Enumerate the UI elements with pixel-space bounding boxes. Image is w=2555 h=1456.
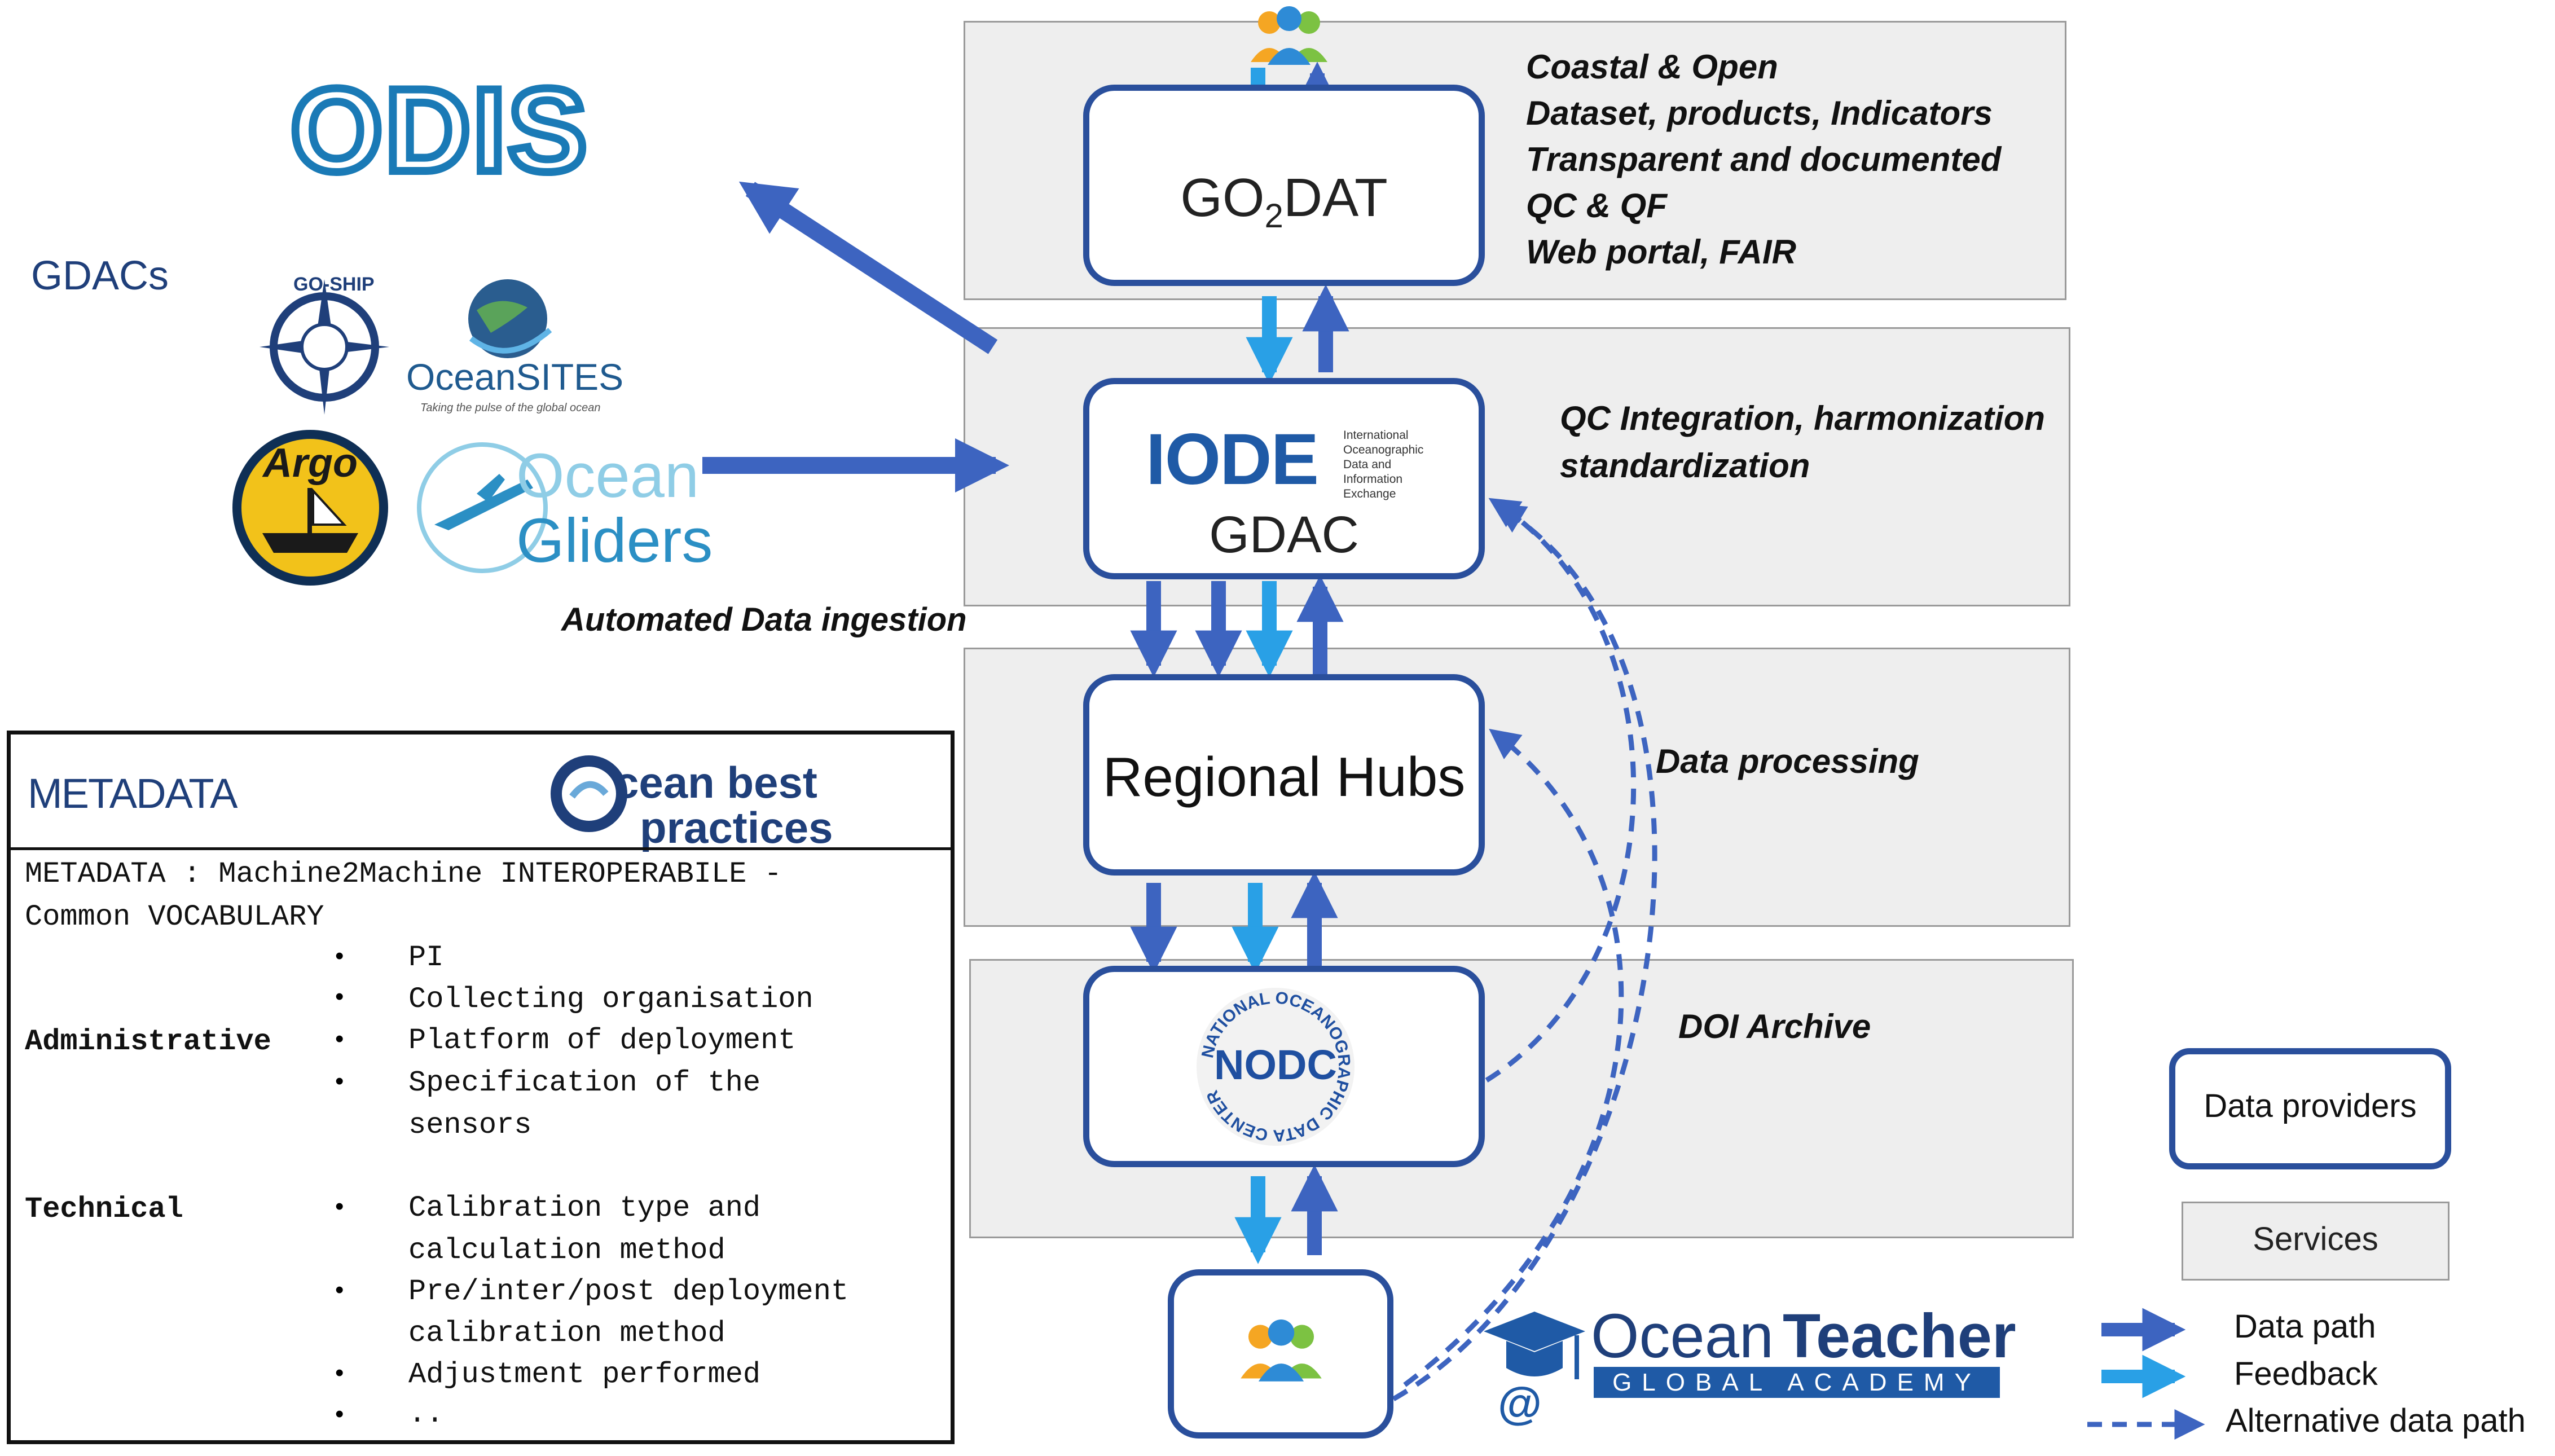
admin-item: Platform of deployment bbox=[408, 1024, 796, 1057]
legend-data-providers-label: Data providers bbox=[2204, 1088, 2417, 1124]
nodc-node: NATIONAL OCEANOGRAPHIC DATA CENTER NODC bbox=[1083, 966, 1485, 1167]
bullet: • bbox=[335, 1193, 344, 1220]
data-providers-node bbox=[1168, 1269, 1393, 1439]
hubs-description: Data processing bbox=[1656, 742, 1919, 780]
metadata-heading-1: METADATA : Machine2Machine INTEROPERABIL… bbox=[25, 857, 782, 891]
bullet: • bbox=[335, 1025, 344, 1053]
bullet: • bbox=[335, 942, 344, 970]
legend-services: Services bbox=[2182, 1202, 2450, 1281]
metadata-divider bbox=[11, 847, 951, 850]
tech-item: Adjustment performed bbox=[408, 1358, 761, 1391]
goship-logo: GO-SHIP bbox=[248, 268, 401, 420]
ocean-gliders-text-1: Ocean bbox=[516, 441, 700, 511]
admin-item: PI bbox=[408, 941, 444, 974]
globe-icon bbox=[468, 279, 552, 358]
go2dat-description: Coastal & Open Dataset, products, Indica… bbox=[1526, 48, 2002, 271]
gdacs-label: GDACs bbox=[31, 253, 169, 298]
nodc-description: DOI Archive bbox=[1678, 1008, 1871, 1045]
tech-item: Pre/inter/post deployment bbox=[408, 1275, 849, 1308]
iode-wordmark: IODE bbox=[1146, 419, 1319, 500]
oceansites-tagline: Taking the pulse of the global ocean bbox=[420, 402, 601, 414]
ocean-teacher-logo: @ Ocean Teacher GLOBAL ACADEMY bbox=[1478, 1289, 2016, 1441]
metadata-administrative-label: Administrative bbox=[25, 1025, 271, 1058]
bullet: • bbox=[335, 1067, 344, 1095]
svg-text:@: @ bbox=[1498, 1378, 1542, 1428]
admin-item-continued: sensors bbox=[408, 1109, 532, 1142]
argo-ship-icon bbox=[232, 430, 388, 586]
go2dat-label: GO2DAT bbox=[1180, 168, 1388, 235]
oceansites-logo: OceanSITES Taking the pulse of the globa… bbox=[403, 276, 623, 429]
ocean-best-text-1: cean best bbox=[614, 758, 817, 807]
alt-path-nodc-to-gdac bbox=[1485, 498, 1637, 1083]
graduation-cap-icon: @ bbox=[1484, 1312, 1585, 1428]
alt-path-providers-to-gdac bbox=[1392, 503, 1657, 1401]
metadata-title: METADATA bbox=[28, 770, 238, 817]
tech-item: .. bbox=[408, 1397, 444, 1431]
ocean-swirl-icon bbox=[551, 755, 627, 832]
oceansites-text: OceanSITES bbox=[406, 356, 624, 398]
argo-logo: Argo bbox=[228, 426, 392, 590]
nodc-logo: NATIONAL OCEANOGRAPHIC DATA CENTER NODC bbox=[1197, 988, 1355, 1146]
tech-item-continued: calculation method bbox=[408, 1234, 725, 1267]
gdac-label: GDAC bbox=[1209, 506, 1359, 564]
automated-ingestion-label: Automated Data ingestion bbox=[561, 601, 967, 638]
admin-item: Specification of the bbox=[408, 1066, 761, 1099]
bullet: • bbox=[335, 983, 344, 1010]
legend-services-label: Services bbox=[2253, 1221, 2378, 1257]
regional-hubs-node: Regional Hubs bbox=[1083, 674, 1485, 876]
ocean-best-practices-logo: cean best practices bbox=[549, 746, 865, 853]
legend-data-providers: Data providers bbox=[2169, 1048, 2451, 1169]
users-icon-bottom bbox=[1241, 1319, 1322, 1382]
gdac-description: QC Integration, harmonization standardiz… bbox=[1560, 399, 2046, 485]
legend-data-path-label: Data path bbox=[2234, 1308, 2376, 1345]
metadata-heading-2: Common VOCABULARY bbox=[25, 900, 324, 934]
odis-logo: ODIS bbox=[287, 60, 591, 200]
bullet: • bbox=[335, 1400, 344, 1428]
legend-alt-path-label: Alternative data path bbox=[2226, 1402, 2526, 1439]
ocean-best-text-2: practices bbox=[640, 803, 833, 852]
gdac-node: IODE International Oceanographic Data an… bbox=[1083, 378, 1485, 579]
iode-logo: IODE International Oceanographic Data an… bbox=[1146, 418, 1450, 500]
regional-hubs-label: Regional Hubs bbox=[1102, 746, 1466, 808]
users-icon-top bbox=[1251, 6, 1327, 65]
glider-icon bbox=[417, 442, 548, 573]
go2dat-node: GO2DAT bbox=[1083, 85, 1485, 286]
legend-feedback-label: Feedback bbox=[2234, 1356, 2378, 1392]
admin-item: Collecting organisation bbox=[408, 983, 813, 1016]
bullet: • bbox=[335, 1359, 344, 1387]
tech-item-continued: calibration method bbox=[408, 1317, 725, 1350]
argo-text: Argo bbox=[263, 441, 358, 486]
alt-path-providers-to-hubs bbox=[1403, 728, 1624, 1387]
tech-item: Calibration type and bbox=[408, 1191, 761, 1225]
ocean-teacher-text-2: Teacher bbox=[1783, 1301, 2016, 1371]
metadata-box: METADATA cean best practices METADATA : … bbox=[7, 731, 955, 1444]
iode-full-name: International Oceanographic Data and Inf… bbox=[1343, 429, 1424, 500]
ocean-teacher-text-3: GLOBAL ACADEMY bbox=[1594, 1367, 2000, 1398]
goship-text: GO-SHIP bbox=[293, 274, 375, 295]
metadata-technical-label: Technical bbox=[25, 1193, 183, 1226]
arrow-gdac-to-odis bbox=[738, 181, 998, 354]
ocean-gliders-text-2: Gliders bbox=[516, 506, 713, 575]
bullet: • bbox=[335, 1276, 344, 1304]
goship-compass-icon bbox=[260, 279, 389, 415]
nodc-center-text: NODC bbox=[1214, 1041, 1337, 1088]
ocean-teacher-text-1: Ocean bbox=[1591, 1301, 1774, 1371]
ocean-gliders-logo: Ocean Gliders bbox=[415, 432, 713, 584]
